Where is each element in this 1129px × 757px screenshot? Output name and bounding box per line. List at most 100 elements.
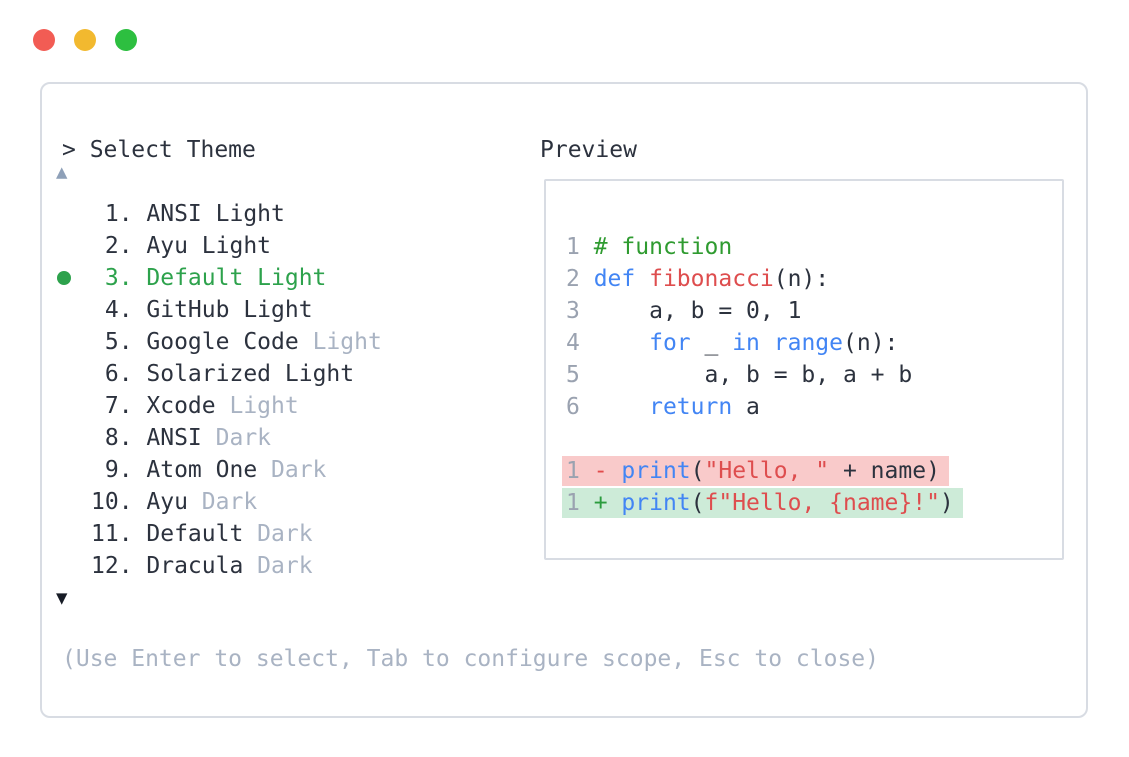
code-token: print <box>621 458 691 484</box>
theme-variant: Light <box>229 393 299 419</box>
code-line: 3 a, b = 0, 1 <box>566 295 963 327</box>
theme-item-atom-one-dark[interactable]: 9. Atom One Dark <box>91 454 382 486</box>
theme-variant: Dark <box>257 553 313 579</box>
code-token: (n): <box>843 330 899 356</box>
theme-item-ayu-light[interactable]: 2. Ayu Light <box>91 230 382 262</box>
code-line: 5 a, b = b, a + b <box>566 359 963 391</box>
theme-item-dracula-dark[interactable]: 12. Dracula Dark <box>91 550 382 582</box>
theme-variant: Light <box>312 329 382 355</box>
theme-variant: Dark <box>257 521 313 547</box>
theme-number: 11. <box>91 521 147 547</box>
theme-name: ANSI <box>146 425 216 451</box>
theme-number: 12. <box>91 553 147 579</box>
theme-item-ayu-dark[interactable]: 10. Ayu Dark <box>91 486 382 518</box>
code-token: range <box>773 330 843 356</box>
select-theme-prompt: > Select Theme <box>62 137 256 163</box>
theme-number: 6. <box>91 361 147 387</box>
code-token: ( <box>690 458 705 484</box>
theme-name: Default <box>146 265 258 291</box>
theme-item-ansi-dark[interactable]: 8. ANSI Dark <box>91 422 382 454</box>
code-token: return <box>649 394 733 420</box>
theme-number: 7. <box>91 393 147 419</box>
minimize-window-button[interactable] <box>74 29 96 51</box>
code-token: + name) <box>829 458 940 484</box>
theme-item-ansi-light[interactable]: 1. ANSI Light <box>91 198 382 230</box>
diff-sign: + <box>593 490 622 516</box>
theme-list: 1. ANSI Light 2. Ayu Light 3. Default Li… <box>57 198 382 582</box>
theme-item-github-light[interactable]: 4. GitHub Light <box>91 294 382 326</box>
theme-item-default-light[interactable]: 3. Default Light <box>57 262 382 294</box>
theme-name: Ayu <box>146 233 202 259</box>
code-token: in <box>732 330 760 356</box>
theme-variant: Dark <box>271 457 327 483</box>
diff-highlight-removed: 1 - print("Hello, " + name) <box>562 456 949 486</box>
code-line: 1 # function <box>566 231 963 263</box>
code-token: (n): <box>773 266 830 292</box>
theme-name: Google Code <box>146 329 313 355</box>
theme-item-google-code-light[interactable]: 5. Google Code Light <box>91 326 382 358</box>
code-token <box>760 330 774 356</box>
maximize-window-button[interactable] <box>115 29 137 51</box>
code-token: f"Hello, {name}!" <box>704 490 940 516</box>
theme-name: Ayu <box>146 489 202 515</box>
line-number: 3 <box>566 298 594 324</box>
theme-name: Atom One <box>146 457 272 483</box>
code-line: 4 for _ in range(n): <box>566 327 963 359</box>
theme-variant: Light <box>243 297 313 323</box>
theme-number: 3. <box>91 265 147 291</box>
keyboard-hint: (Use Enter to select, Tab to configure s… <box>62 646 879 672</box>
theme-picker-panel: > Select Theme Preview ▲ 1. ANSI Light 2… <box>40 82 1088 718</box>
code-token: a, b = b, a + b <box>593 362 913 388</box>
line-number: 2 <box>566 266 594 292</box>
window-controls <box>33 29 137 51</box>
close-window-button[interactable] <box>33 29 55 51</box>
theme-variant: Dark <box>215 425 272 451</box>
theme-number: 9. <box>91 457 147 483</box>
theme-number: 8. <box>91 425 147 451</box>
line-number: 1 <box>566 234 594 260</box>
line-number: 1 <box>566 490 594 516</box>
code-token: ( <box>690 490 705 516</box>
theme-name: Xcode <box>146 393 230 419</box>
theme-name: Solarized <box>146 361 285 387</box>
code-line-blank <box>566 423 963 455</box>
theme-name: GitHub <box>146 297 244 323</box>
scroll-down-icon[interactable]: ▼ <box>56 587 68 609</box>
theme-variant: Light <box>201 233 272 259</box>
theme-variant: Light <box>257 265 327 291</box>
code-token: def <box>593 266 636 292</box>
code-token: print <box>621 490 691 516</box>
theme-number: 5. <box>91 329 147 355</box>
line-number: 6 <box>566 394 594 420</box>
theme-item-default-dark[interactable]: 11. Default Dark <box>91 518 382 550</box>
theme-name: ANSI <box>146 201 216 227</box>
scroll-up-icon[interactable]: ▲ <box>56 161 68 183</box>
selected-bullet-icon <box>57 271 71 285</box>
code-token: ) <box>939 490 954 516</box>
theme-item-solarized-light[interactable]: 6. Solarized Light <box>91 358 382 390</box>
code-token <box>594 330 649 356</box>
line-number: 4 <box>566 330 594 356</box>
diff-line-removed: 1 - print("Hello, " + name) <box>562 455 963 487</box>
preview-label: Preview <box>540 137 637 163</box>
code-token: fibonacci <box>649 266 774 292</box>
diff-highlight-added: 1 + print(f"Hello, {name}!") <box>562 488 963 518</box>
theme-number: 10. <box>91 489 147 515</box>
code-token: a, b = 0, 1 <box>593 298 802 324</box>
code-token <box>594 394 649 420</box>
code-token: "Hello, " <box>704 458 830 484</box>
theme-number: 1. <box>91 201 147 227</box>
theme-variant: Dark <box>201 489 258 515</box>
code-line: 2 def fibonacci(n): <box>566 263 963 295</box>
code-token <box>635 266 649 292</box>
line-number: 1 <box>566 458 594 484</box>
code-token: for <box>649 330 691 356</box>
diff-sign: - <box>593 458 622 484</box>
code-token: _ <box>690 330 733 356</box>
theme-item-xcode-light[interactable]: 7. Xcode Light <box>91 390 382 422</box>
code-token: # function <box>593 234 733 260</box>
code-token: a <box>732 394 760 420</box>
